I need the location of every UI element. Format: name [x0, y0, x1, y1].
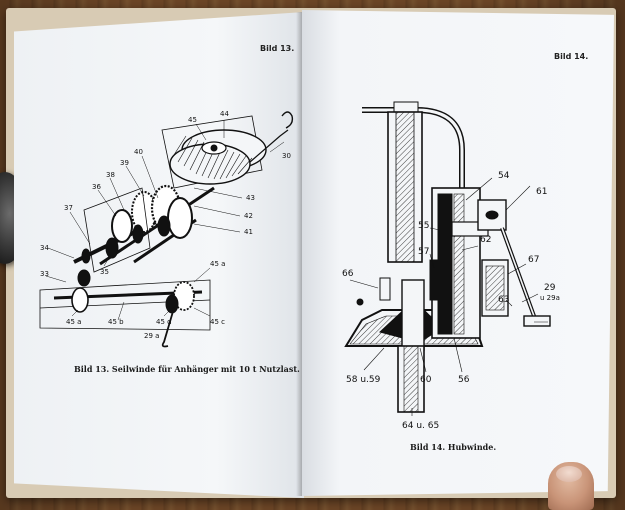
label-45a-left: 45 a: [66, 318, 81, 326]
right-page: Bild 14.: [302, 10, 614, 496]
label-39: 39: [120, 159, 129, 167]
label-45a-right: 45 a: [210, 260, 225, 268]
label-67: 67: [528, 255, 539, 265]
label-44: 44: [220, 110, 229, 118]
right-page-header: Bild 14.: [554, 52, 589, 61]
label-66: 66: [342, 269, 354, 279]
label-45: 45: [188, 116, 197, 124]
label-35: 35: [100, 268, 109, 276]
label-43: 43: [246, 194, 255, 202]
left-page-header: Bild 13.: [260, 44, 295, 53]
label-61: 61: [536, 187, 547, 197]
label-36: 36: [92, 183, 101, 191]
label-64-65: 64 u. 65: [402, 421, 439, 431]
label-60: 60: [420, 375, 432, 385]
label-41: 41: [244, 228, 253, 236]
label-54: 54: [498, 171, 510, 181]
winch-illustration: 45 44 30 40 39 38 36 43 42 41 37 34 35 3…: [39, 110, 294, 348]
label-63: 63: [498, 295, 509, 305]
label-38: 38: [106, 171, 115, 179]
label-u29a: u 29a: [540, 294, 560, 302]
label-29: 29: [544, 283, 556, 293]
label-55: 55: [418, 221, 429, 231]
label-40: 40: [134, 148, 143, 156]
left-page-caption: Bild 13. Seilwinde für Anhänger mit 10 t…: [74, 364, 300, 374]
label-30: 30: [282, 152, 291, 160]
right-page-caption: Bild 14. Hubwinde.: [410, 442, 497, 452]
label-45d: 45 d: [156, 318, 172, 326]
label-34: 34: [40, 244, 49, 252]
left-page: Bild 13.: [14, 12, 304, 498]
label-33: 33: [40, 270, 49, 278]
label-57: 57: [418, 247, 429, 257]
label-42: 42: [244, 212, 253, 220]
label-58-59: 58 u.59: [346, 375, 381, 385]
lifting-winch-section-drawing: 54 61 55 57 62 67 66 29 u 29a 63 58 u.59…: [342, 101, 560, 431]
label-45c: 45 c: [210, 318, 225, 326]
label-45b: 45 b: [108, 318, 124, 326]
label-37: 37: [64, 204, 73, 212]
label-56: 56: [458, 375, 470, 385]
thumbnail-nail: [556, 466, 582, 482]
label-62: 62: [480, 235, 491, 245]
label-29a: 29 a: [144, 332, 159, 340]
